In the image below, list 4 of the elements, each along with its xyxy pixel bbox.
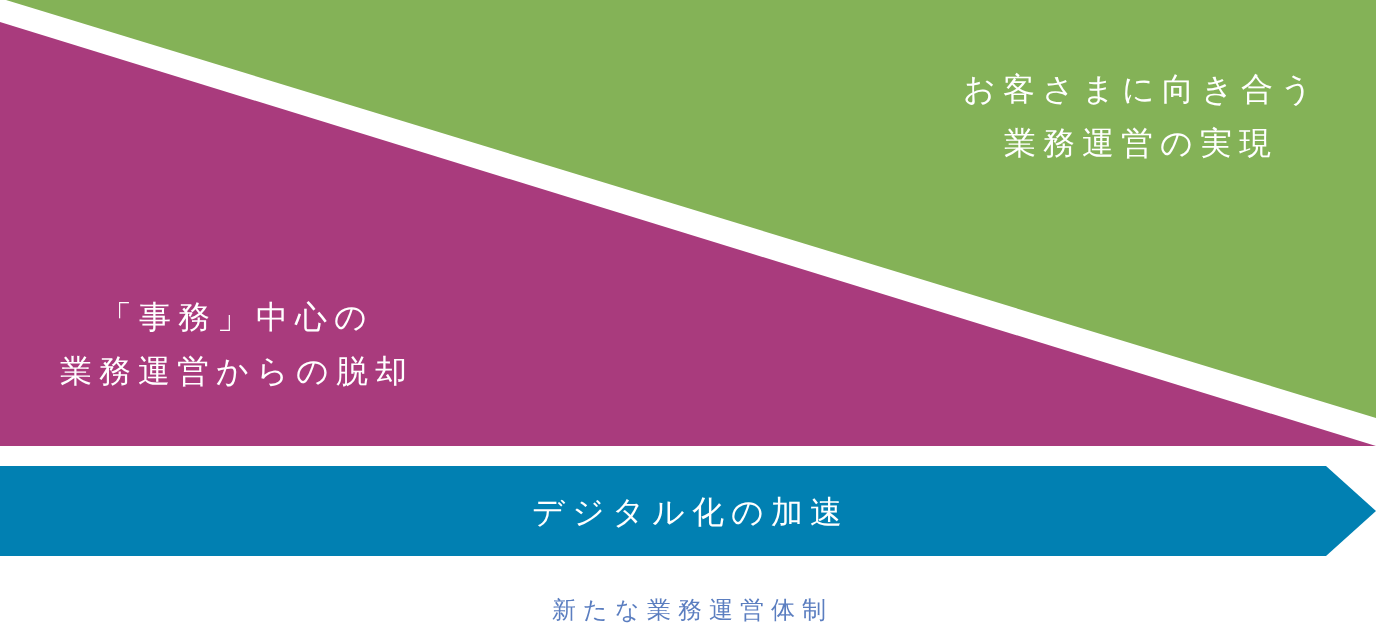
figure-caption: 新たな業務運営体制 — [551, 595, 833, 626]
panel-label: お客さまに向き合う業務運営の実現 — [962, 69, 1320, 164]
band-label: デジタル化の加速 — [531, 492, 849, 533]
panel-label: 「事務」中心の業務運営からの脱却 — [60, 297, 414, 392]
